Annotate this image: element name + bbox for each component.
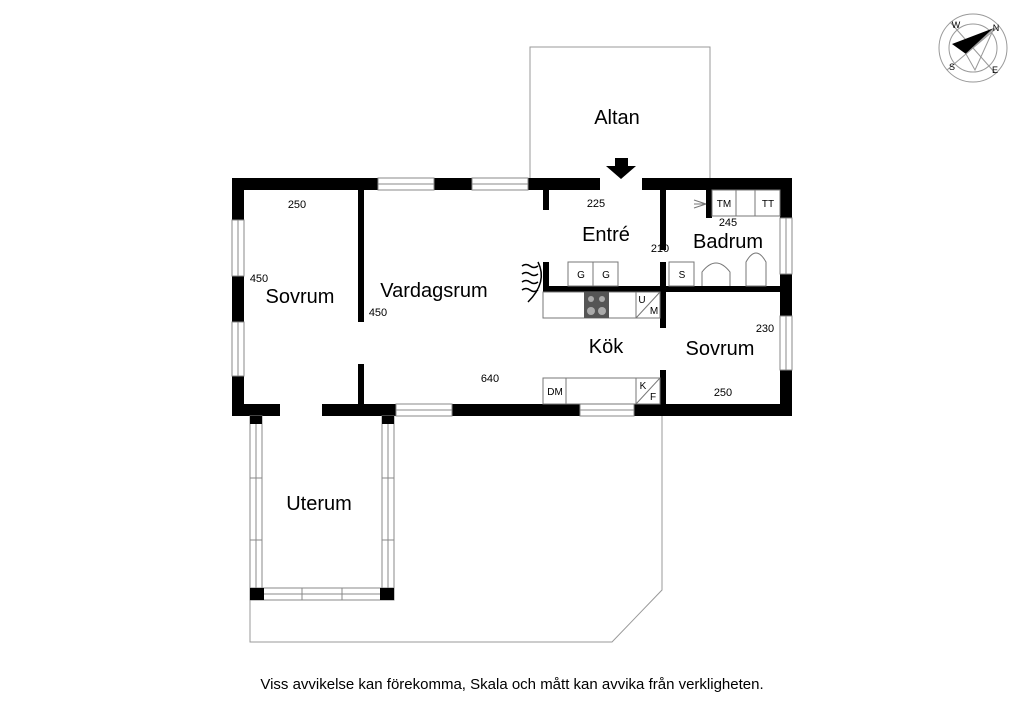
room-sovrum-right: Sovrum bbox=[686, 338, 755, 360]
fixture-tm: TM bbox=[717, 199, 731, 210]
sink-icon bbox=[701, 262, 731, 286]
outdoor-outlines bbox=[249, 46, 711, 643]
shower-icon bbox=[693, 199, 707, 209]
disclaimer-text: Viss avvikelse kan förekomma, Skala och … bbox=[260, 676, 764, 693]
fixture-s: S bbox=[679, 270, 686, 281]
room-sovrum-left: Sovrum bbox=[266, 286, 335, 308]
fixture-k: K bbox=[640, 381, 647, 392]
room-uterum: Uterum bbox=[286, 493, 352, 515]
dim-label: 250 bbox=[288, 199, 306, 211]
fixture-tt: TT bbox=[762, 199, 774, 210]
fixture-m: M bbox=[650, 306, 658, 317]
terrace-outline bbox=[249, 416, 663, 643]
fixture-f: F bbox=[650, 392, 656, 403]
compass-e: E bbox=[992, 65, 998, 75]
fireplace-icon bbox=[521, 261, 543, 303]
fixture-dm: DM bbox=[547, 387, 563, 398]
fixture-g: G bbox=[577, 270, 585, 281]
compass-w: W bbox=[952, 20, 961, 30]
room-altan: Altan bbox=[594, 107, 640, 129]
compass-n: N bbox=[993, 23, 1000, 33]
room-entre: Entré bbox=[582, 224, 630, 246]
dim-label: 245 bbox=[719, 217, 737, 229]
compass-icon: N E S W bbox=[938, 13, 1008, 83]
windows bbox=[231, 177, 793, 601]
entrance-arrow-icon bbox=[606, 158, 636, 179]
altan-outline bbox=[529, 46, 711, 178]
dim-label: 640 bbox=[481, 373, 499, 385]
dim-label: 225 bbox=[587, 198, 605, 210]
walls bbox=[232, 178, 792, 416]
fixture-u: U bbox=[638, 295, 645, 306]
room-kok: Kök bbox=[589, 336, 624, 358]
toilet-icon bbox=[745, 252, 767, 287]
dim-label: 250 bbox=[714, 387, 732, 399]
compass-s: S bbox=[949, 62, 955, 72]
uterum-posts bbox=[250, 416, 394, 600]
dim-label: 210 bbox=[651, 243, 669, 255]
dim-label: 230 bbox=[756, 323, 774, 335]
fixture-g: G bbox=[602, 270, 610, 281]
room-badrum: Badrum bbox=[693, 231, 763, 253]
dim-label: 450 bbox=[369, 307, 387, 319]
dim-label: 450 bbox=[250, 273, 268, 285]
stove-icon bbox=[584, 292, 609, 318]
room-vardagsrum: Vardagsrum bbox=[380, 280, 487, 302]
fixtures bbox=[542, 189, 781, 405]
